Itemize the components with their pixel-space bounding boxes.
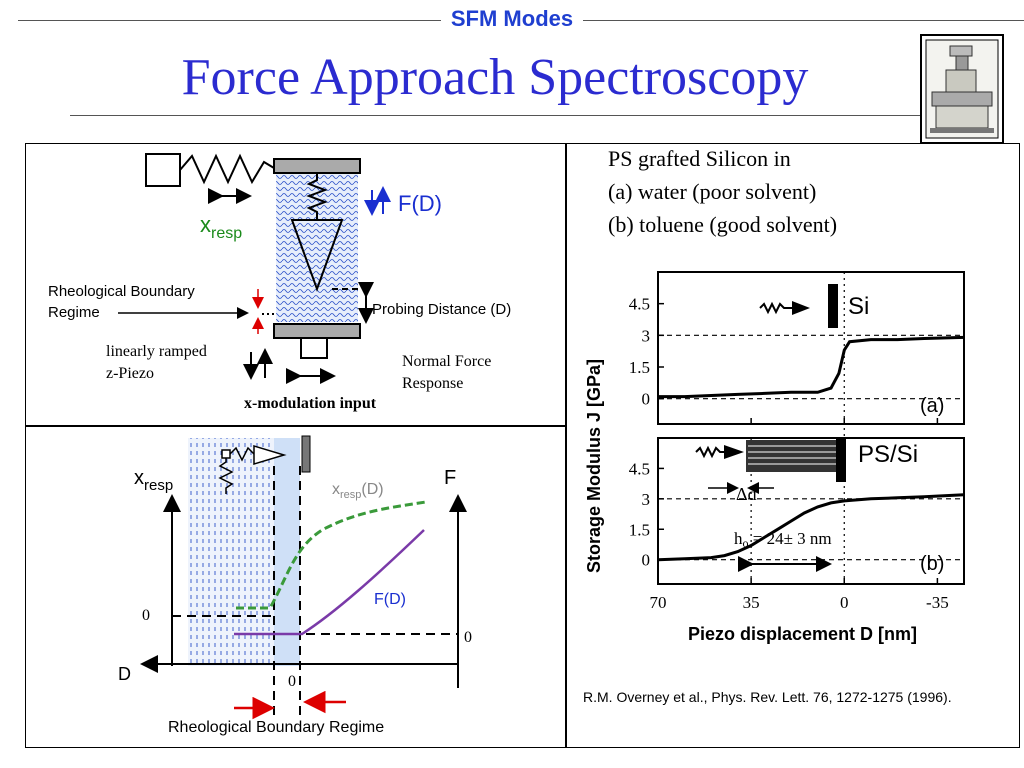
force-curve-label: F(D) bbox=[374, 591, 406, 608]
zero-left: 0 bbox=[142, 607, 150, 624]
mini-spring-h bbox=[229, 446, 255, 462]
chart-y-label: Storage Modulus J [GPa] bbox=[584, 359, 604, 573]
panel-a-tag: (a) bbox=[920, 395, 944, 417]
bottom-plate bbox=[273, 323, 361, 339]
x-tick-label: 0 bbox=[840, 593, 849, 612]
liquid-region bbox=[276, 170, 358, 322]
ps-probe-icon bbox=[695, 445, 734, 459]
si-wall bbox=[828, 284, 838, 328]
y-tick-label: 4.5 bbox=[629, 459, 650, 478]
modulus-chart: Storage Modulus J [GPa] 4.5 3 1.5 0 4.5 3 1.5… bbox=[584, 271, 965, 644]
modulus-curve-b bbox=[657, 493, 965, 562]
ps-wall bbox=[836, 438, 846, 482]
x-tick-label: -35 bbox=[926, 593, 949, 612]
ps-description: PS grafted Silicon in (a) water (poor so… bbox=[608, 142, 837, 241]
panel-b-tag: (b) bbox=[920, 553, 944, 575]
x-tick-label: 35 bbox=[743, 593, 760, 612]
tip-triangle bbox=[290, 219, 344, 292]
section-title: SFM Modes bbox=[0, 6, 1024, 32]
page-title: Force Approach Spectroscopy bbox=[181, 49, 809, 106]
ps-line: PS grafted Silicon in bbox=[608, 146, 791, 171]
h0-label: ho = 24± 3 nm bbox=[734, 529, 832, 550]
force-curve bbox=[234, 529, 425, 636]
piezo-label-line1: linearly ramped bbox=[106, 343, 207, 360]
ps-line: (a) water (poor solvent) bbox=[608, 179, 817, 204]
x-modulation-label: x-modulation input bbox=[244, 395, 377, 412]
boundary-band bbox=[274, 438, 300, 666]
response-diagram: xresp F D 0 0 0 xresp(D) F(D) Rheologica… bbox=[118, 435, 472, 736]
panel-a-label: Si bbox=[848, 293, 869, 320]
normal-force-label-line1: Normal Force bbox=[402, 353, 491, 370]
ps-line: (b) toluene (good solvent) bbox=[608, 212, 838, 237]
drive-spring bbox=[179, 153, 275, 185]
rheological-label-line1: Rheological Boundary bbox=[48, 283, 195, 300]
panel-b-label: PS/Si bbox=[858, 441, 918, 468]
probing-distance-label: Probing Distance (D) bbox=[372, 301, 511, 318]
x-tick-label: 70 bbox=[650, 593, 667, 612]
ps-probe-arrowhead bbox=[724, 445, 744, 459]
zero-bottom: 0 bbox=[288, 673, 296, 690]
y-axis-label: xresp bbox=[134, 467, 173, 494]
y-tick-label: 0 bbox=[642, 390, 651, 409]
y-tick-label: 3 bbox=[642, 326, 651, 345]
panel-b-frame bbox=[657, 437, 965, 585]
tip-spring bbox=[306, 174, 328, 220]
si-probe-arrowhead bbox=[792, 301, 810, 315]
y-tick-label: 1.5 bbox=[629, 520, 650, 539]
rheological-label-line2: Regime bbox=[48, 304, 100, 321]
mini-spring bbox=[218, 456, 234, 494]
probe-schematic: xresp F(D) Probing Distance (D) Rheologi… bbox=[48, 153, 511, 412]
lower-left-panel bbox=[25, 425, 567, 748]
mini-wall bbox=[301, 435, 311, 473]
upper-left-panel bbox=[25, 143, 567, 427]
chart-x-label: Piezo displacement D [nm] bbox=[688, 624, 917, 644]
f-axis-label: F bbox=[444, 467, 456, 489]
mini-box bbox=[221, 449, 231, 459]
bottom-label: Rheological Boundary Regime bbox=[168, 719, 384, 736]
piezo-label-line2: z-Piezo bbox=[106, 365, 154, 382]
ps-brush-lines bbox=[748, 445, 836, 465]
top-plate bbox=[273, 158, 361, 174]
y-tick-label: 0 bbox=[642, 551, 651, 570]
title-rule bbox=[70, 115, 920, 116]
y-tick-label: 3 bbox=[642, 490, 651, 509]
citation: R.M. Overney et al., Phys. Rev. Lett. 76… bbox=[583, 689, 952, 705]
bottom-stub bbox=[300, 337, 328, 359]
d-axis-label: D bbox=[118, 664, 131, 684]
drive-box bbox=[145, 153, 181, 187]
force-label: F(D) bbox=[398, 191, 442, 216]
y-tick-label: 1.5 bbox=[629, 358, 650, 377]
normal-force-label-line2: Response bbox=[402, 375, 463, 392]
panel-a-frame bbox=[657, 271, 965, 425]
xresp-curve-label: xresp(D) bbox=[332, 481, 384, 501]
zero-right: 0 bbox=[464, 629, 472, 646]
y-tick-label: 4.5 bbox=[629, 295, 650, 314]
si-probe-icon bbox=[759, 301, 802, 315]
xresp-label: xresp bbox=[200, 212, 242, 242]
modulus-curve-a bbox=[658, 335, 965, 399]
delta-d-label: Δd bbox=[736, 484, 757, 504]
mini-tip bbox=[253, 444, 287, 466]
ps-brush bbox=[746, 440, 838, 472]
instrument-photo-icon bbox=[920, 34, 1004, 144]
right-panel bbox=[565, 143, 1020, 748]
